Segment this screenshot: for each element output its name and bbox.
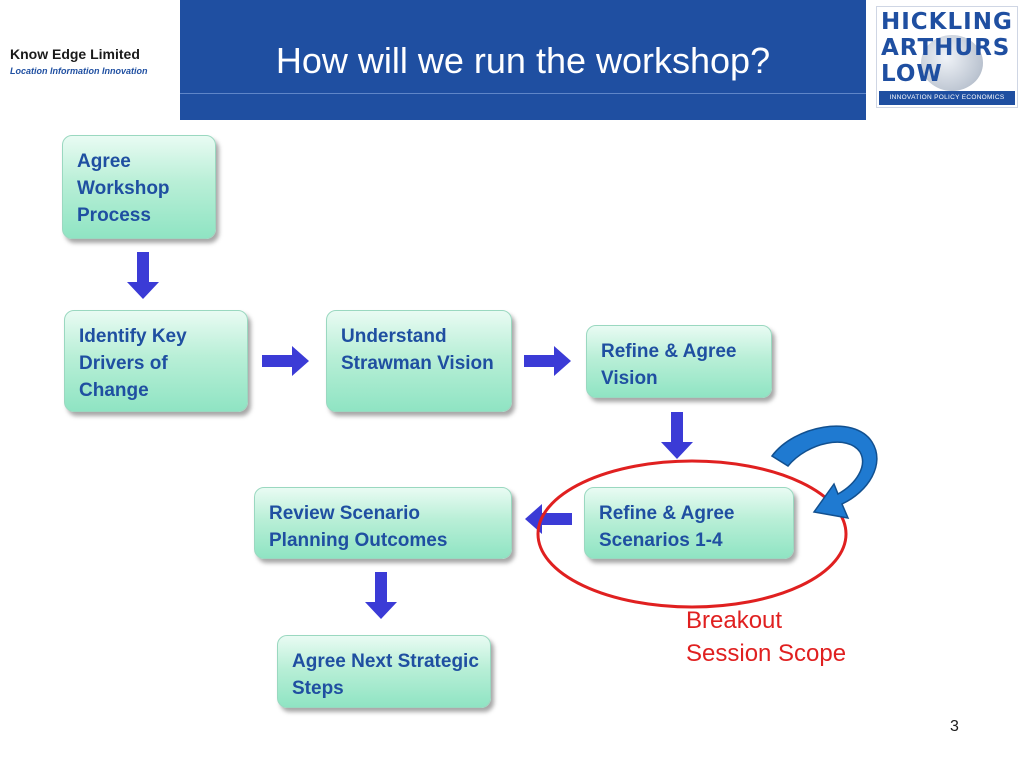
step-understand-strawman-vision: Understand Strawman Vision [326,310,512,412]
company-name: Know Edge Limited [10,46,140,62]
arrow-down-icon [127,252,159,299]
page-number: 3 [950,718,959,735]
step-refine-agree-vision: Refine & Agree Vision [586,325,772,398]
breakout-session-scope-label: Breakout Session Scope [686,604,876,670]
step-label: Review Scenario Planning Outcomes [269,503,448,551]
highlight-ring [536,459,848,609]
step-agree-next-strategic-steps: Agree Next Strategic Steps [277,635,491,708]
step-label: Refine & Agree Scenarios 1-4 [599,503,735,551]
arrow-down-icon [365,572,397,619]
step-label: Identify Key Drivers of Change [79,326,187,401]
arrow-right-icon [524,346,571,376]
step-agree-workshop-process: Agree Workshop Process [62,135,216,239]
step-label: Understand Strawman Vision [341,326,494,374]
header-band: How will we run the workshop? [180,0,866,120]
annotation-line-1: Breakout [686,607,783,634]
logo-word-1: HICKLING [881,9,1013,35]
arrow-left-icon [525,504,572,534]
logo-frame: HICKLING ARTHURS LOW INNOVATION POLICY E… [876,6,1018,108]
logo-word-2: ARTHURS [881,35,1011,61]
globe-icon [921,35,983,91]
company-tagline: Location Information Innovation [10,66,148,76]
arrow-down-icon [661,412,693,459]
header-left: Know Edge Limited Location Information I… [0,0,180,120]
step-review-scenario-outcomes: Review Scenario Planning Outcomes [254,487,512,559]
logo-word-3: LOW [881,61,943,87]
step-label: Agree Workshop Process [77,151,170,226]
logo-strip: INNOVATION POLICY ECONOMICS [879,91,1015,105]
step-label: Agree Next Strategic Steps [292,651,479,699]
arrow-right-icon [262,346,309,376]
slide-title: How will we run the workshop? [275,40,771,81]
hal-logo: HICKLING ARTHURS LOW INNOVATION POLICY E… [866,0,1024,120]
loop-arrow-icon [770,425,878,519]
annotation-line-2: Session Scope [686,640,847,667]
step-label: Refine & Agree Vision [601,341,737,389]
step-refine-agree-scenarios: Refine & Agree Scenarios 1-4 [584,487,794,559]
step-identify-key-drivers: Identify Key Drivers of Change [64,310,248,412]
header-divider [180,93,866,94]
